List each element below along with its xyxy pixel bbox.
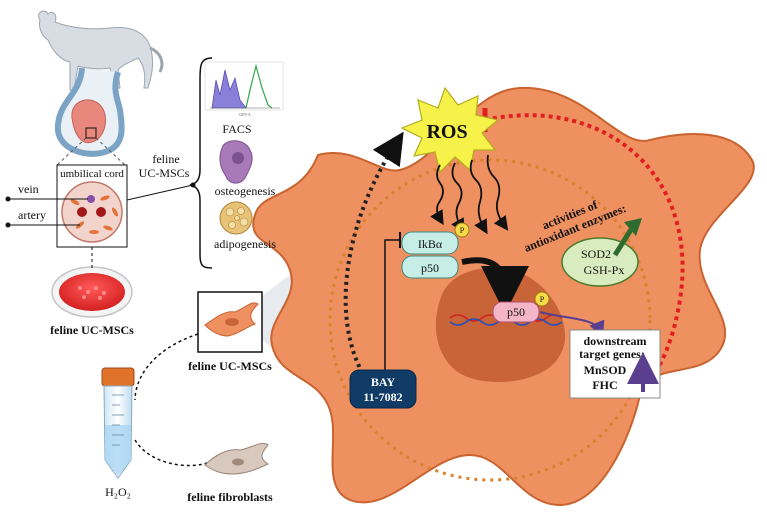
downstream-line1: downstream [583,334,646,348]
p50-to-genes-arrow [539,311,605,338]
p50-phospho-badge [534,291,550,307]
curly-bracket [189,57,213,269]
cord-vein [87,195,95,203]
dish-medium [59,273,125,311]
adipogenesis-label: adipogenesis [214,237,276,251]
osteogenesis-label: osteogenesis [215,184,276,198]
fetus [71,99,107,144]
zoom-lines [56,137,126,166]
ros-starburst [400,86,500,174]
bracket-label-2: UC-MSCs [139,166,190,180]
cell-boundary-dotted [328,158,652,482]
ros-label: ROS [426,121,467,143]
bay-inhibition-line [384,239,400,375]
fhc-label: FHC [592,378,617,392]
ikba-phospho-label: P [460,226,465,235]
p50-phospho-label: P [540,295,545,304]
bay-line2: 11-7082 [363,390,402,404]
mnsod-label: MnSOD [584,363,627,377]
facs-plot: GFP-A [204,61,284,117]
nucleus [435,267,566,382]
sod2-label: SOD2 [581,247,611,261]
cord-artery-2 [96,207,106,217]
fibroblasts-label: feline fibroblasts [187,490,273,504]
ucmsc-label: feline UC-MSCs [188,359,272,373]
bay-to-ros-arc [343,131,404,387]
translocation-arrow [461,257,529,314]
h2o2-tube [101,367,135,479]
umbilical-cord-label: umbilical cord [60,168,124,180]
facs-label: FACS [222,122,251,136]
ikba-box [401,231,459,255]
artery-label: artery [18,208,46,222]
gshpx-label: GSH-Px [584,263,625,277]
enzyme-ellipse [561,237,639,287]
bay-box [349,369,417,409]
enzyme-up-arrow [612,226,635,257]
vein-pointer-dot [5,196,11,202]
ucmsc-nucleus [225,318,239,326]
p50-cyto-box [401,255,459,279]
fibroblast-nucleus [232,458,244,466]
cord-to-bracket-line [126,184,194,201]
dish-cells [78,286,106,300]
ikba-phospho-badge [454,222,470,238]
enzyme-up-arrowhead [624,218,642,236]
adipogenesis-droplets [225,207,249,229]
ros-wavy-arrows [430,154,509,235]
bracket-label-1: feline [152,152,179,166]
p50-cyto-label: p50 [421,261,439,275]
artery-pointer-dot [5,222,11,228]
osteogenesis-nucleus [232,152,244,164]
p50-nuclear-box [492,301,540,323]
dish-label: feline UC-MSCs [50,323,134,337]
cat-illustration [38,10,164,91]
cord-artery-1 [77,207,87,217]
ikba-label: IkBα [418,237,443,251]
cord-zoom-box [85,127,97,139]
p50-nuclear-label: p50 [507,305,525,319]
downstream-line2: target genes: [579,347,645,361]
h2o2-label: H₂O₂ [105,485,131,499]
vein-label: vein [18,182,39,196]
facs-axis-label: GFP-A [239,112,251,117]
treatment-dotted-loop [134,333,211,467]
bay-line1: BAY [371,375,396,389]
